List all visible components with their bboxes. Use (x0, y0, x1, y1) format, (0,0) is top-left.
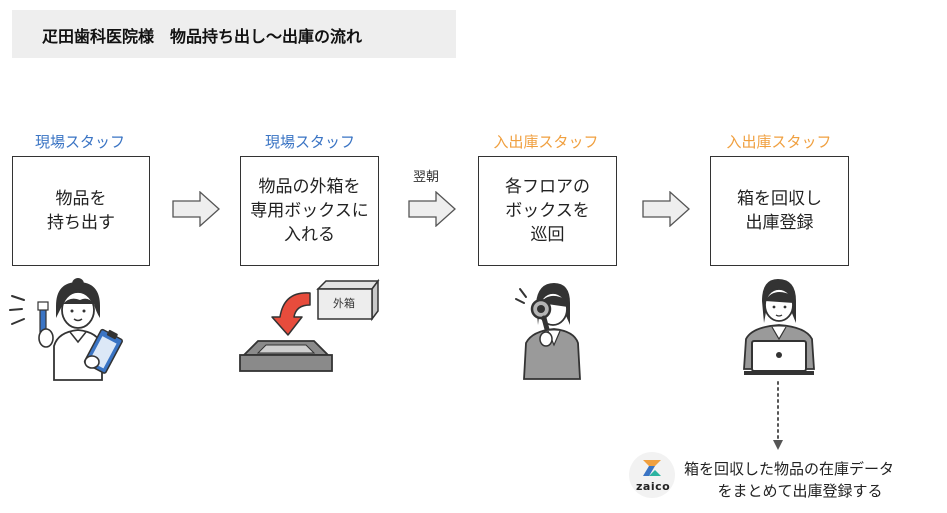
step-3-line-2: ボックスを (505, 201, 590, 221)
zaico-note: 箱を回収した物品の在庫データ をまとめて出庫登録する (684, 458, 894, 502)
zaico-logo-icon (643, 460, 661, 476)
role-label-step-4: 入出庫スタッフ (726, 133, 832, 151)
page-title: 疋田歯科医院様 物品持ち出し～出庫の流れ (42, 27, 363, 46)
step-2-line-1: 物品の外箱を (258, 177, 361, 197)
step-3-line-1: 各フロアの (505, 177, 590, 197)
box-with-red-arrow-icon (239, 278, 380, 372)
step-2-line-2: 専用ボックスに (250, 201, 369, 221)
role-label-step-3: 入出庫スタッフ (493, 133, 599, 151)
step-box-register: 箱を回収し 出庫登録 (710, 156, 849, 266)
step-box-patrol: 各フロアの ボックスを 巡回 (478, 156, 617, 266)
zaico-logo-text: zaico (636, 480, 671, 493)
step-4-line-1: 箱を回収し (737, 189, 822, 209)
step-box-take-out: 物品を 持ち出す (12, 156, 150, 266)
flow-arrow-2-icon (408, 191, 456, 227)
flow-arrow-1-icon (172, 191, 220, 227)
step-2-line-3: 入れる (284, 225, 335, 245)
step-4-line-2: 出庫登録 (745, 213, 814, 233)
staff-magnifier-icon (515, 283, 581, 380)
title-bar: 疋田歯科医院様 物品持ち出し～出庫の流れ (12, 10, 456, 58)
step-box-put-in-box: 物品の外箱を 専用ボックスに 入れる (240, 156, 379, 266)
zaico-note-line-2: をまとめて出庫登録する (717, 482, 883, 500)
step-1-line-2: 持ち出す (47, 213, 115, 233)
flow-arrow-3-icon (642, 191, 690, 227)
staff-toothbrush-clipboard-icon (9, 278, 123, 381)
role-label-step-2: 現場スタッフ (264, 133, 355, 151)
package-label: 外箱 (333, 297, 355, 310)
zaico-note-line-1: 箱を回収した物品の在庫データ (684, 460, 895, 478)
step-3-line-3: 巡回 (530, 225, 565, 245)
next-morning-label: 翌朝 (413, 170, 440, 185)
role-label-step-1: 現場スタッフ (34, 133, 125, 151)
step-1-line-1: 物品を (55, 189, 107, 209)
dotted-arrow-down-icon (773, 381, 783, 450)
zaico-logo: zaico (629, 452, 675, 498)
staff-laptop-icon (743, 279, 815, 375)
